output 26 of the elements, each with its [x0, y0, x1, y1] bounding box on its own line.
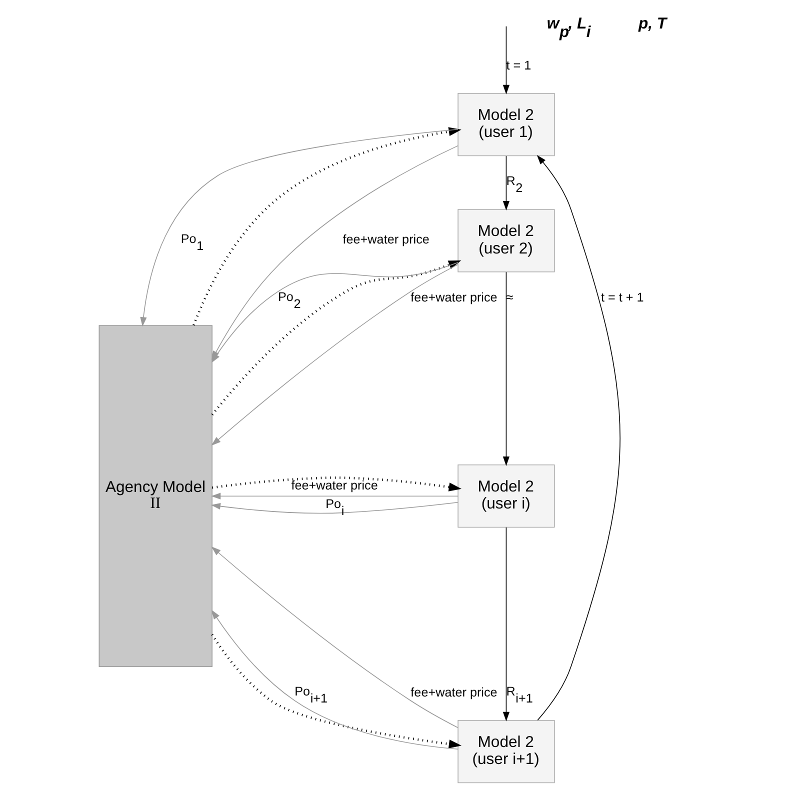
edge-label: t = t + 1: [600, 290, 644, 305]
node-box: Model 2 (user i): [457, 464, 554, 528]
edge-label: fee+water price: [342, 232, 429, 247]
node-box: Model 2 (user 2): [457, 209, 554, 272]
edge-label: fee+water price: [410, 290, 497, 305]
arrow: [210, 634, 462, 748]
label: p, T: [638, 16, 666, 33]
edge-label: t = 1: [506, 58, 531, 73]
arrow: [140, 128, 458, 327]
arrow: [210, 610, 458, 750]
arrow: [210, 502, 458, 514]
node-box: Model 2 (user 1): [457, 93, 554, 156]
edge-label: ≈: [506, 290, 513, 305]
arrow: [192, 127, 461, 326]
arrow: [502, 527, 510, 722]
edge-label: fee+water price: [290, 478, 378, 493]
arrow: [536, 155, 620, 721]
node-box: Agency Model II: [98, 325, 212, 668]
arrow: [502, 156, 510, 210]
arrow: [212, 476, 462, 492]
arrow: [210, 546, 458, 728]
arrow: [210, 492, 458, 500]
arrow: [502, 272, 510, 466]
arrow: [502, 26, 510, 94]
edge-label: fee+water price: [410, 686, 497, 700]
node-box: Model 2 (user i+1): [457, 720, 554, 784]
